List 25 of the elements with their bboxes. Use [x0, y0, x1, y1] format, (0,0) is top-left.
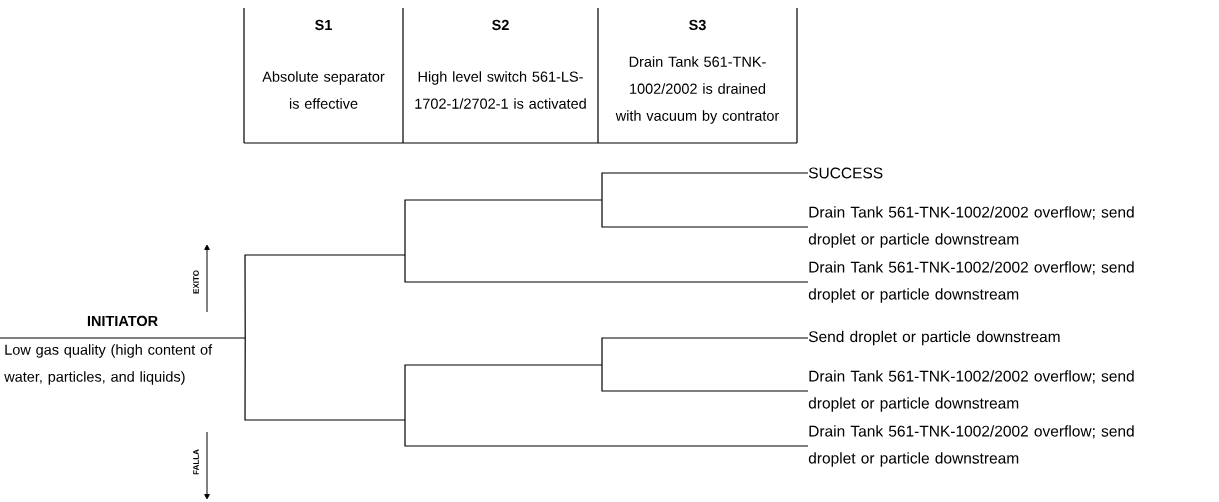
column-header: S1: [315, 19, 332, 31]
outcome-text: Send droplet or particle downstream: [808, 330, 1060, 346]
outcome-text: Drain Tank 561-TNK-1002/2002 overflow; send droplet or particle downstream: [808, 425, 1134, 467]
branch-line: [404, 364, 603, 421]
column-header: S2: [492, 19, 509, 31]
branch-line: [601, 172, 809, 201]
branch-line: [404, 419, 809, 447]
column-description: Drain Tank 561-TNK-1002/2002 is drained with vacuum by contrator: [615, 56, 780, 124]
outcome-text: Drain Tank 561-TNK-1002/2002 overflow; send droplet or particle downstream: [808, 206, 1134, 248]
branch-line: [244, 337, 406, 421]
branch-line: [404, 199, 603, 256]
column-description: High level switch 561-LS-1702-1/2702-1 is activated: [415, 71, 586, 109]
branch-line: [404, 254, 809, 283]
branch-line: [601, 337, 809, 366]
direction-label: FALLA: [193, 449, 199, 475]
outcome-text: Drain Tank 561-TNK-1002/2002 overflow; send droplet or particle downstream: [808, 261, 1134, 303]
outcome-text: Drain Tank 561-TNK-1002/2002 overflow; send droplet or particle downstream: [808, 370, 1134, 412]
column-header: S3: [689, 19, 706, 31]
initiator-event: INITIATOR Low gas quality (high content of water, particles, and liquids): [0, 315, 246, 385]
column-description: Absolute separator is effective: [262, 71, 385, 109]
branch-line: [601, 364, 809, 392]
branch-line: [601, 199, 809, 228]
outcome-text: SUCCESS: [808, 167, 883, 179]
direction-label: EXITO: [193, 270, 199, 294]
branch-line: [244, 254, 406, 339]
